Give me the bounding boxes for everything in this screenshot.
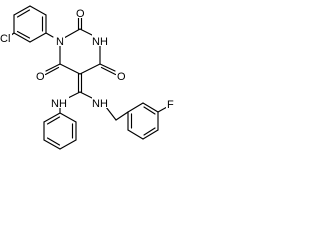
bond: [99, 63, 116, 72]
bond: [13, 5, 31, 16]
bond: [142, 129, 159, 140]
ring-nh-label: NH: [92, 36, 108, 48]
bond: [29, 5, 47, 16]
bond: [142, 102, 159, 113]
bond: [45, 63, 61, 72]
bonds: [9, 5, 168, 150]
ring-nitrogen-label: N: [56, 36, 64, 48]
fluorine-atom-label: F: [167, 99, 174, 111]
carbonyl-oxygen-left-label: O: [36, 71, 45, 83]
bond: [59, 112, 77, 123]
chemical-structure-diagram: Cl N NH O O O NH NH F: [0, 5, 176, 150]
bond: [143, 106, 156, 115]
bond: [143, 127, 156, 136]
bond: [115, 111, 129, 121]
bond: [16, 9, 31, 18]
bond: [46, 116, 61, 125]
bond: [79, 28, 93, 36]
bond: [13, 32, 31, 43]
aniline-nh-label: NH: [51, 98, 67, 110]
bond: [45, 32, 54, 38]
carbonyl-oxygen-top-label: O: [76, 8, 85, 20]
bond: [79, 63, 101, 75]
benzyl-nh-label: NH: [92, 98, 108, 110]
bond: [16, 30, 31, 39]
bond: [46, 137, 61, 146]
bond: [79, 91, 95, 100]
bond: [63, 28, 81, 39]
chlorine-atom-label: Cl: [0, 33, 10, 45]
bond: [44, 66, 60, 76]
atom-labels: Cl N NH O O O NH NH F: [0, 6, 176, 111]
bond: [59, 139, 77, 150]
bond: [43, 139, 61, 150]
bond: [157, 106, 168, 113]
bond: [59, 63, 81, 75]
bond: [127, 102, 144, 113]
bond: [29, 32, 47, 43]
bond: [127, 129, 144, 140]
bond: [43, 112, 61, 123]
carbonyl-oxygen-right-label: O: [117, 71, 126, 83]
bond: [105, 106, 117, 121]
bond: [100, 66, 117, 76]
